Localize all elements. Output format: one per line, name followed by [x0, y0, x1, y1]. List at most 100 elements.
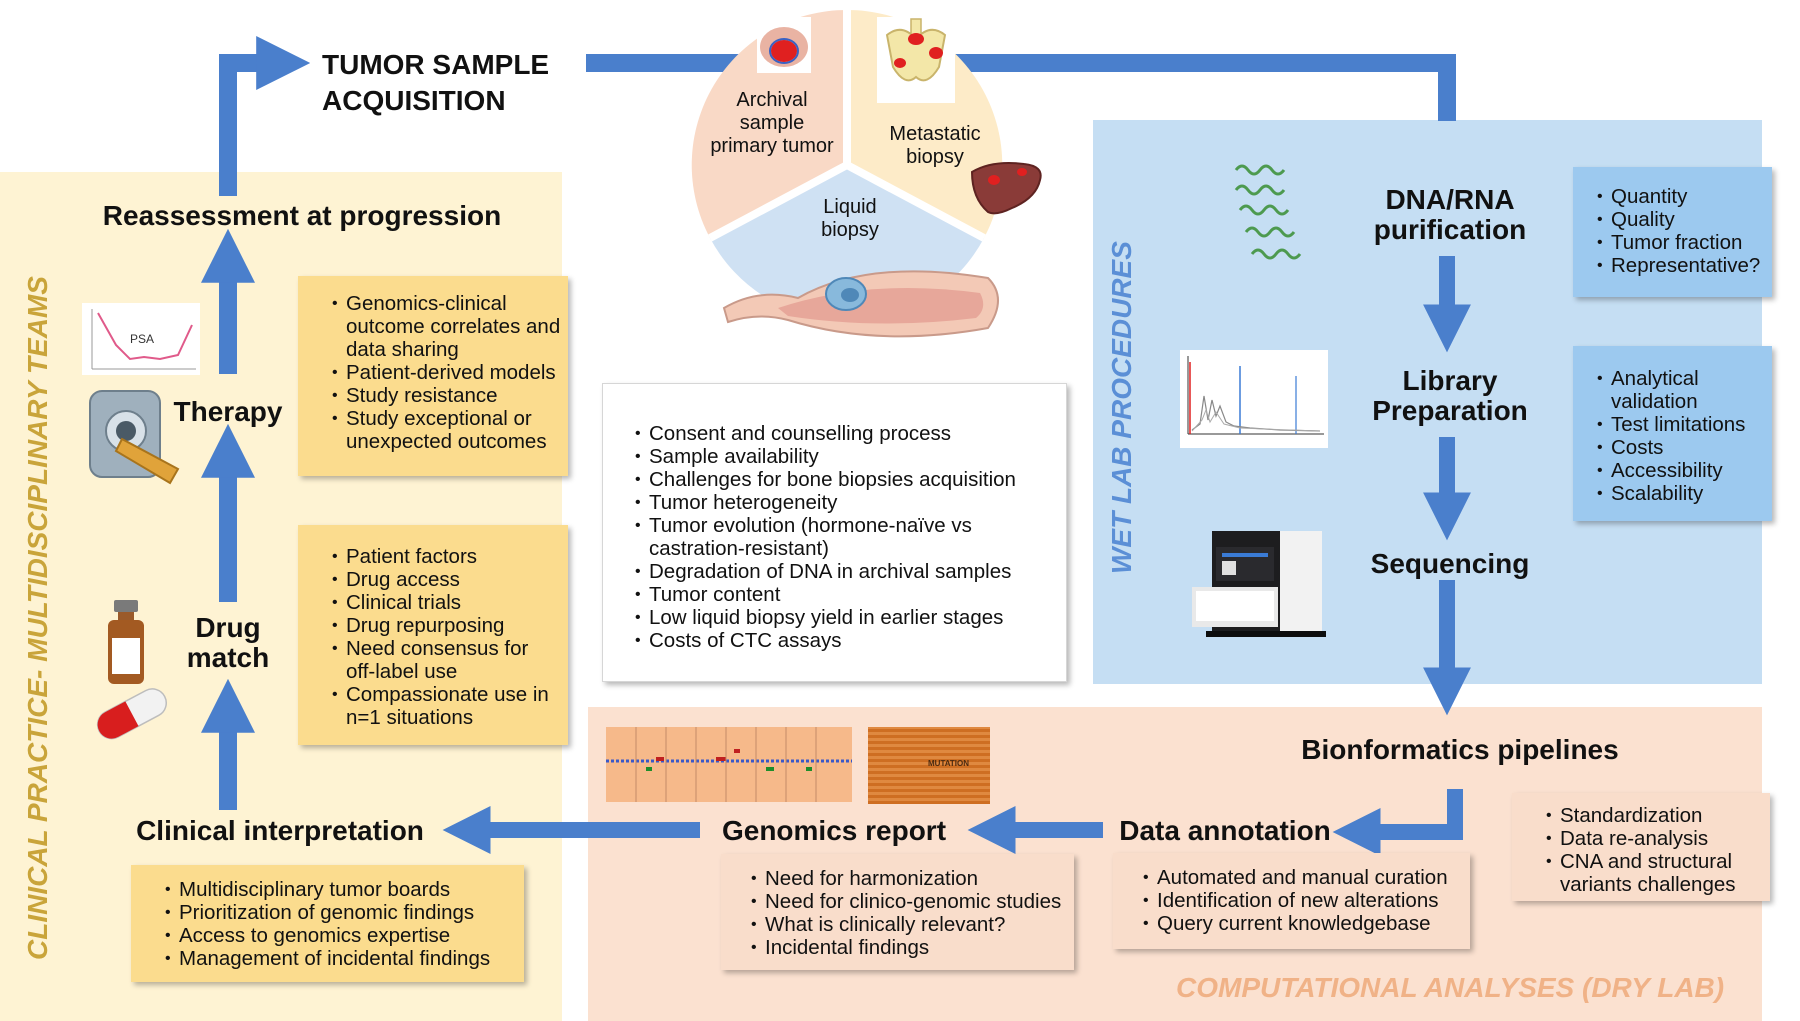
- list-item: Clinical trials: [332, 591, 562, 614]
- drug-notes-list: Patient factors Drug access Clinical tri…: [322, 545, 562, 729]
- list-item: Incidental findings: [751, 936, 1068, 959]
- list-item: Multidisciplinary tumor boards: [165, 878, 518, 901]
- drug-match-step: Drug match: [176, 613, 280, 673]
- list-item: Automated and manual curation: [1143, 866, 1464, 889]
- acquisition-to-challenges-connector: [540, 95, 632, 384]
- archival-label-line1: Archival: [736, 89, 808, 111]
- data-annotation-step: Data annotation: [1119, 815, 1331, 846]
- report-notes-box: Need for harmonization Need for clinico-…: [721, 854, 1074, 970]
- metastatic-label-line2: biopsy: [906, 146, 964, 168]
- sequencing-step: Sequencing: [1370, 548, 1530, 579]
- list-item: Costs of CTC assays: [635, 629, 1052, 652]
- metastatic-label-line1: Metastatic: [889, 123, 981, 145]
- library-notes-box: Analytical validation Test limitations C…: [1573, 346, 1772, 521]
- library-line2: Preparation: [1372, 395, 1528, 426]
- therapy-notes-list: Genomics-clinical outcome correlates and…: [322, 292, 562, 453]
- purification-notes-box: Quantity Quality Tumor fraction Represen…: [1573, 167, 1772, 297]
- list-item: Low liquid biopsy yield in earlier stage…: [635, 606, 1052, 629]
- purification-line2: purification: [1373, 214, 1527, 245]
- list-item: Drug access: [332, 568, 562, 591]
- archival-label-line2: sample: [739, 112, 805, 134]
- list-item: CNA and structural variants challenges: [1546, 850, 1764, 896]
- electropherogram-icon: [1180, 350, 1328, 448]
- purification-notes-list: Quantity Quality Tumor fraction Represen…: [1587, 185, 1766, 277]
- acquisition-title-line1: TUMOR SAMPLE: [322, 49, 550, 80]
- prostate-icon: [757, 17, 811, 73]
- pie-label-metastatic: Metastatic biopsy: [872, 123, 998, 169]
- list-item: Data re-analysis: [1546, 827, 1764, 850]
- list-item: Costs: [1597, 436, 1766, 459]
- acquisition-challenges-box: Consent and counselling process Sample a…: [602, 383, 1067, 682]
- liquid-label-line1: Liquid: [823, 196, 877, 218]
- list-item: Analytical validation: [1597, 367, 1766, 413]
- clinical-interpretation-step: Clinical interpretation: [136, 815, 424, 846]
- list-item: Study resistance: [332, 384, 562, 407]
- list-item: Identification of new alterations: [1143, 889, 1464, 912]
- dna-helix-icon: [1234, 164, 1302, 260]
- list-item: Prioritization of genomic findings: [165, 901, 518, 924]
- bioinformatics-notes-list: Standardization Data re-analysis CNA and…: [1536, 804, 1764, 896]
- list-item: Tumor fraction: [1597, 231, 1766, 254]
- bioinformatics-pipelines-step: Bionformatics pipelines: [1301, 734, 1619, 765]
- bioinformatics-to-annotation-arrow: [1332, 789, 1463, 856]
- acquisition-title-line2: ACQUISITION: [322, 85, 506, 116]
- list-item: Need for harmonization: [751, 867, 1068, 890]
- list-item: Accessibility: [1597, 459, 1766, 482]
- pelvis-bone-icon: [877, 17, 955, 103]
- purification-line1: DNA/RNA: [1385, 184, 1515, 215]
- acquisition-challenges-list: Consent and counselling process Sample a…: [625, 422, 1052, 652]
- pill-capsule-icon: [96, 688, 167, 740]
- list-item: Patient-derived models: [332, 361, 562, 384]
- list-item: Tumor evolution (hormone-naïve vs castra…: [635, 514, 1052, 560]
- library-line1: Library: [1402, 365, 1498, 396]
- mutation-tag: MUTATION: [928, 759, 970, 768]
- drug-match-line1: Drug: [195, 612, 261, 643]
- list-item: Sample availability: [635, 445, 1052, 468]
- list-item: Query current knowledgebase: [1143, 912, 1464, 935]
- list-item: Tumor heterogeneity: [635, 491, 1052, 514]
- liver-icon: [970, 162, 1042, 215]
- sequence-alignment-icon: MUTATION: [868, 727, 990, 804]
- therapy-notes-box: Genomics-clinical outcome correlates and…: [298, 276, 568, 476]
- psa-chart-icon: PSA: [82, 303, 200, 375]
- genomics-report-step: Genomics report: [721, 815, 947, 846]
- drug-match-line2: match: [186, 642, 270, 673]
- acquisition-title: TUMOR SAMPLE ACQUISITION: [322, 47, 549, 119]
- drug-vial-icon: [108, 600, 144, 684]
- list-item: Access to genomics expertise: [165, 924, 518, 947]
- annotation-notes-box: Automated and manual curation Identifica…: [1113, 853, 1470, 949]
- list-item: Degradation of DNA in archival samples: [635, 560, 1052, 583]
- dna-rna-purification-step: DNA/RNA purification: [1340, 185, 1560, 245]
- drug-notes-box: Patient factors Drug access Clinical tri…: [298, 525, 568, 745]
- list-item: Challenges for bone biopsies acquisition: [635, 468, 1052, 491]
- liquid-label-line2: biopsy: [821, 219, 879, 241]
- list-item: Genomics-clinical outcome correlates and…: [332, 292, 562, 361]
- list-item: Scalability: [1597, 482, 1766, 505]
- list-item: Study exceptional or unexpected outcomes: [332, 407, 562, 453]
- radiotherapy-machine-icon: [89, 390, 180, 485]
- archival-label-line3: primary tumor: [710, 135, 834, 157]
- list-item: Need for clinico-genomic studies: [751, 890, 1068, 913]
- psa-label: PSA: [130, 332, 154, 346]
- pie-label-liquid: Liquid biopsy: [790, 196, 910, 242]
- blood-vessel-icon: [722, 270, 999, 338]
- reassessment-step: Reassessment at progression: [102, 200, 502, 231]
- list-item: Management of incidental findings: [165, 947, 518, 970]
- list-item: Test limitations: [1597, 413, 1766, 436]
- sequencer-icon: [1192, 531, 1326, 637]
- drylab-section-title: COMPUTATIONAL ANALYSES (DRY LAB): [1176, 972, 1725, 1003]
- list-item: Standardization: [1546, 804, 1764, 827]
- copy-number-plot-icon: [606, 727, 852, 802]
- report-notes-list: Need for harmonization Need for clinico-…: [741, 867, 1068, 959]
- annotation-notes-list: Automated and manual curation Identifica…: [1133, 866, 1464, 935]
- list-item: Tumor content: [635, 583, 1052, 606]
- list-item: Consent and counselling process: [635, 422, 1052, 445]
- library-notes-list: Analytical validation Test limitations C…: [1587, 367, 1766, 505]
- reassessment-to-acquisition-arrow: [219, 36, 311, 196]
- bioinformatics-notes-box: Standardization Data re-analysis CNA and…: [1512, 793, 1770, 901]
- therapy-step: Therapy: [173, 396, 283, 427]
- list-item: Representative?: [1597, 254, 1766, 277]
- interpretation-notes-list: Multidisciplinary tumor boards Prioritiz…: [155, 878, 518, 970]
- interpretation-notes-box: Multidisciplinary tumor boards Prioritiz…: [131, 865, 524, 982]
